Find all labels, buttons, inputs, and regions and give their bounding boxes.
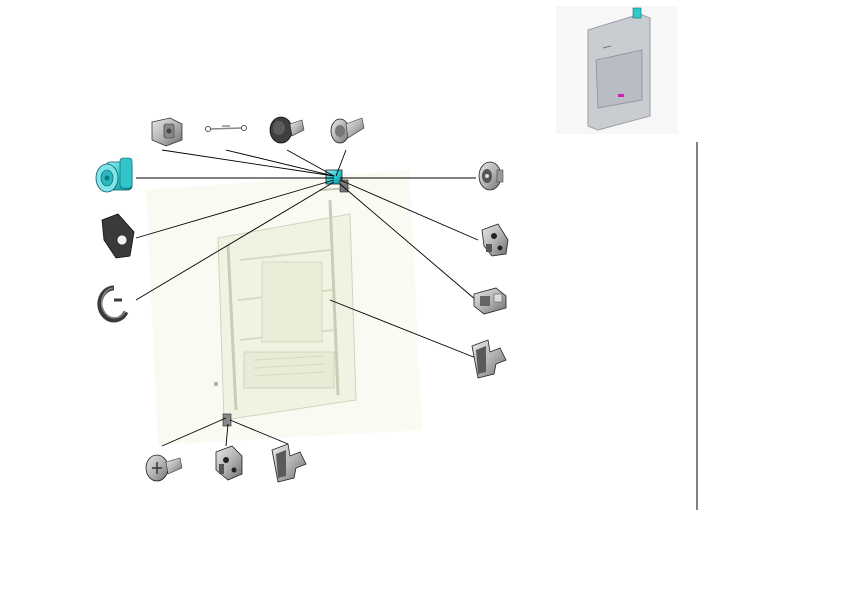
round-head-screw-icon[interactable] <box>269 116 305 144</box>
e-ring-icon[interactable] <box>97 285 129 323</box>
leader-line <box>161 417 227 447</box>
leader-line <box>135 179 335 239</box>
leader-line <box>286 149 335 177</box>
thumbnail-overview <box>556 6 678 134</box>
bracket-icon[interactable] <box>481 223 509 257</box>
clip-icon[interactable] <box>271 443 307 483</box>
wire-link-icon[interactable] <box>205 125 247 132</box>
leader-line <box>135 181 335 301</box>
leader-line <box>339 183 477 301</box>
screw-icon[interactable] <box>145 454 183 482</box>
leader-line <box>225 423 229 447</box>
leader-line <box>335 149 347 177</box>
thumbnail-highlight-marker <box>618 94 624 97</box>
bottom-hinge-assembly <box>222 413 232 427</box>
leader-line <box>225 149 335 177</box>
leader-line <box>339 179 479 241</box>
cylinder-bushing-icon[interactable] <box>95 157 133 193</box>
thumbnail-inner-panel <box>595 49 643 109</box>
latch-block-icon[interactable] <box>473 287 507 315</box>
thumbnail-detail-line <box>602 45 612 49</box>
clip-icon[interactable] <box>471 339 507 379</box>
stepped-screw-icon[interactable] <box>151 117 183 147</box>
door-assembly-ghost <box>146 170 422 445</box>
flange-screw-icon[interactable] <box>330 117 365 144</box>
leader-line <box>329 299 477 359</box>
hinge-plate-icon[interactable] <box>101 213 135 259</box>
leader-line <box>229 419 289 445</box>
leader-line <box>161 149 335 177</box>
damper-icon[interactable] <box>478 161 504 191</box>
bottom-hinge-icon[interactable] <box>215 445 243 481</box>
thumbnail-hinge-marker <box>632 7 642 19</box>
leader-lines <box>135 149 479 447</box>
